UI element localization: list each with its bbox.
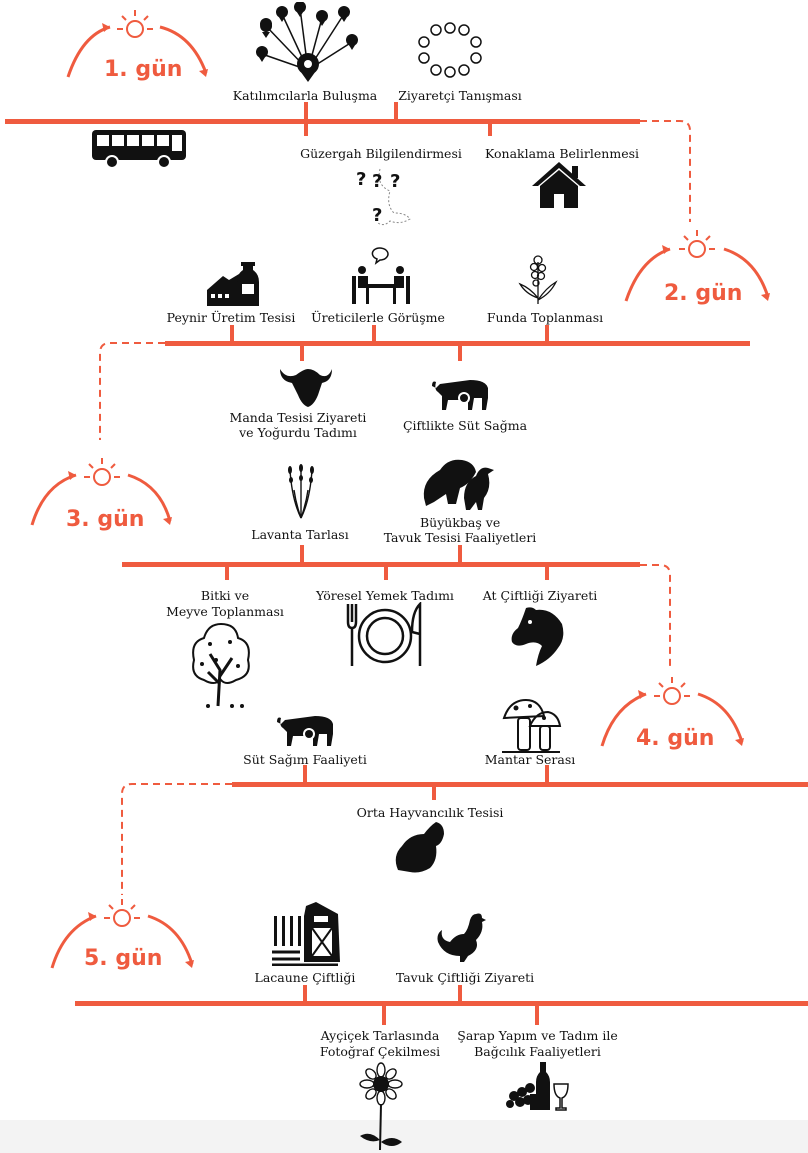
lavanta-label: Lavanta Tarlası <box>251 527 349 542</box>
tavuk-label: Tavuk Çiftliği Ziyareti <box>395 970 535 985</box>
bitki-label-1: Bitki ve <box>200 588 250 603</box>
mantar-label: Mantar Serası <box>484 752 576 767</box>
guzergah-label: Güzergah Bilgilendirmesi <box>300 146 462 161</box>
day-2-marker: 2. gün <box>622 225 772 325</box>
tree-icon <box>192 622 250 708</box>
ziyaretci-tanismasi-label: Ziyaretçi Tanışması <box>398 88 522 103</box>
route-question-icon: ? ? ? ? <box>356 168 411 226</box>
timeline-day-5 <box>75 1001 808 1006</box>
at-label: At Çiftliği Ziyareti <box>482 588 598 603</box>
aycicek-label-1: Ayçiçek Tarlasında <box>320 1028 440 1043</box>
circle-group-icon <box>418 22 482 78</box>
heather-plant-icon <box>518 255 558 304</box>
sun-arc-icon <box>600 677 744 747</box>
barn-icon <box>272 902 340 966</box>
day-1-label: 1. gün <box>104 57 183 82</box>
sun-arc-icon <box>624 230 770 302</box>
buffalo-icon <box>280 369 332 407</box>
cheese-factory-icon <box>207 262 259 306</box>
buyukbas-label-1: Büyükbaş ve <box>420 515 501 530</box>
sun-arc-icon <box>66 10 208 78</box>
cow-milking-icon <box>277 716 333 746</box>
buyukbas-label-2: Tavuk Tesisi Faaliyetleri <box>383 530 537 545</box>
lavender-icon <box>288 464 314 519</box>
sarap-label-1: Şarap Yapım ve Tadım ile <box>457 1028 618 1043</box>
svg-text:?: ? <box>372 205 382 226</box>
cow-milking-icon <box>432 380 488 410</box>
day-5-label: 5. gün <box>84 946 163 971</box>
manda-label-1: Manda Tesisi Ziyareti <box>229 410 367 425</box>
wine-icon <box>506 1062 569 1111</box>
bitki-label-2: Meyve Toplanması <box>166 604 284 619</box>
livestock-icon <box>423 459 494 510</box>
day-1-marker: 1. gün <box>60 5 210 105</box>
funda-label: Funda Toplanması <box>486 310 604 325</box>
sut-sagim-label: Süt Sağım Faaliyeti <box>243 752 367 767</box>
day-3-marker: 3. gün <box>30 453 180 553</box>
orta-label: Orta Hayvancılık Tesisi <box>356 805 504 820</box>
sarap-label-2: Bağcılık Faaliyetleri <box>474 1044 601 1059</box>
konaklama-label: Konaklama Belirlenmesi <box>485 146 639 161</box>
house-icon <box>532 162 586 208</box>
svg-text:?: ? <box>356 169 366 190</box>
meeting-table-icon <box>352 247 410 304</box>
day-4-marker: 4. gün <box>598 672 748 772</box>
ciftlikte-sut-label: Çiftlikte Süt Sağma <box>402 418 528 433</box>
timeline-day-3 <box>122 562 640 567</box>
timeline-day-1 <box>5 119 640 124</box>
day-2-label: 2. gün <box>664 281 743 306</box>
map-pins-icon <box>256 2 358 82</box>
sun-arc-icon <box>50 899 194 969</box>
svg-text:?: ? <box>372 171 382 192</box>
aycicek-label-2: Fotoğraf Çekilmesi <box>319 1044 441 1059</box>
sheep-icon <box>395 822 444 873</box>
svg-text:?: ? <box>390 171 400 192</box>
sun-arc-icon <box>30 458 172 526</box>
day-4-label: 4. gün <box>636 726 715 751</box>
timeline-day-2 <box>165 341 750 346</box>
horse-icon <box>511 607 564 666</box>
plate-cutlery-icon <box>346 602 422 666</box>
day-5-marker: 5. gün <box>50 898 200 998</box>
peynir-label: Peynir Üretim Tesisi <box>166 310 296 325</box>
day-3-label: 3. gün <box>66 507 145 532</box>
lacaune-label: Lacaune Çiftliği <box>254 970 356 985</box>
manda-label-2: ve Yoğurdu Tadımı <box>239 425 357 440</box>
katilimcilarla-bulusma-label: Katılımcılarla Buluşma <box>232 88 378 103</box>
yoresel-label: Yöresel Yemek Tadımı <box>316 588 454 603</box>
bus-icon <box>92 130 186 169</box>
bottom-band <box>0 1120 808 1153</box>
timeline-day-4 <box>232 782 808 787</box>
mushroom-icon <box>502 698 562 753</box>
chicken-icon <box>437 913 486 962</box>
ureticilerle-label: Üreticilerle Görüşme <box>311 310 445 325</box>
sunflower-icon <box>359 1062 403 1151</box>
